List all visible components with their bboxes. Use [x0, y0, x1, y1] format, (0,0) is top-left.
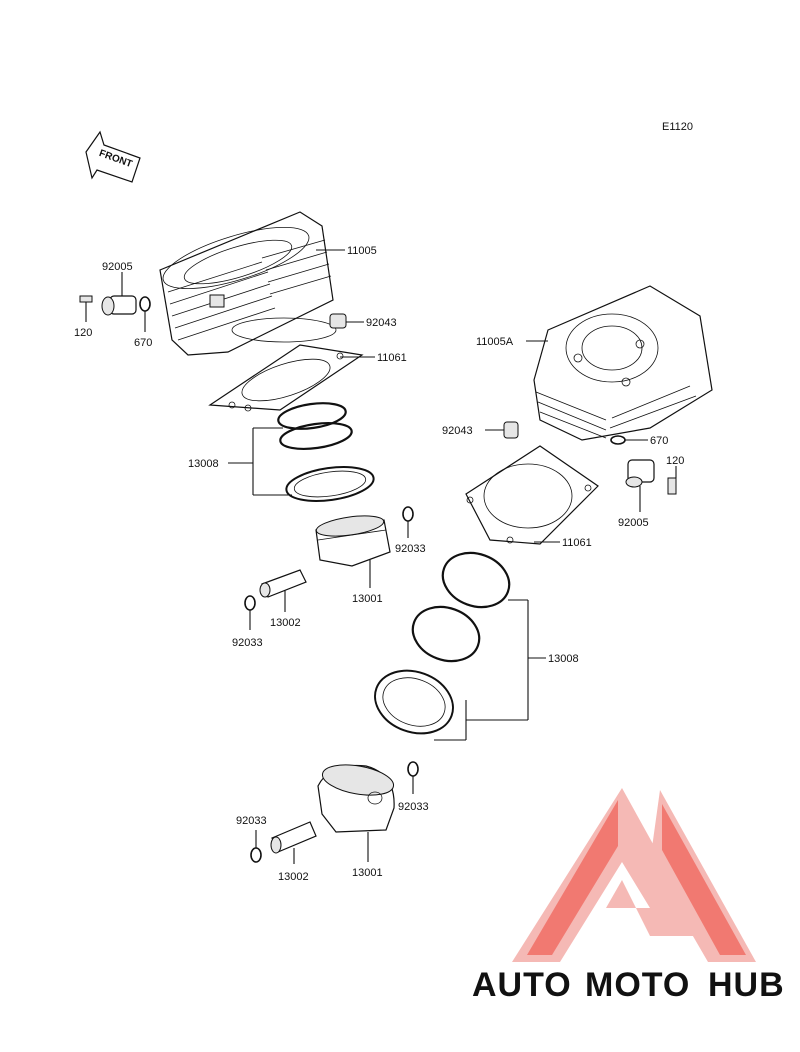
- piston-pin-clip-front-b: [244, 595, 256, 611]
- label-92033-b: 92033: [232, 637, 263, 649]
- cylinder-block-front: [159, 211, 337, 356]
- front-arrow-icon: FRONT: [85, 130, 141, 183]
- piston-pin-clip-rear-a: [407, 761, 419, 777]
- label-11061-left: 11061: [377, 352, 407, 364]
- label-92005-left: 92005: [102, 261, 133, 273]
- label-11061-right: 11061: [562, 537, 592, 549]
- cylinder-gasket-rear: [465, 445, 599, 545]
- piston-pin-front: [259, 569, 307, 598]
- bolt-rear: [667, 477, 677, 495]
- piston-pin-clip-front-a: [402, 506, 414, 522]
- label-13002-left: 13002: [270, 617, 301, 629]
- water-fitting-front: [79, 295, 137, 316]
- label-13001-right: 13001: [352, 867, 383, 879]
- label-670-right: 670: [650, 435, 668, 447]
- label-120-right: 120: [666, 455, 684, 467]
- label-11005A: 11005A: [476, 336, 514, 348]
- piston-front: [315, 515, 391, 567]
- label-92033-d: 92033: [236, 815, 267, 827]
- label-92005-right: 92005: [618, 517, 649, 529]
- watermark-text-hub: HUB: [708, 966, 785, 1004]
- label-670-left: 670: [134, 337, 152, 349]
- dowel-pin-front: [329, 313, 347, 329]
- piston-pin-rear: [270, 821, 317, 854]
- label-92033-a: 92033: [395, 543, 426, 555]
- label-11005: 11005: [347, 245, 377, 257]
- label-92043-right: 92043: [442, 425, 473, 437]
- label-13001-left: 13001: [352, 593, 383, 605]
- watermark-logo: [512, 788, 756, 962]
- label-92043-left: 92043: [366, 317, 397, 329]
- label-13008-left: 13008: [188, 458, 219, 470]
- label-13002-right: 13002: [278, 871, 309, 883]
- label-13008-right: 13008: [548, 653, 579, 665]
- cylinder-block-rear: [533, 285, 713, 441]
- piston-rings-rear: [374, 551, 511, 735]
- piston-pin-clip-rear-b: [250, 847, 262, 863]
- watermark-text-moto: MOTO: [585, 966, 690, 1004]
- label-120-left: 120: [74, 327, 92, 339]
- cylinder-gasket-front: [208, 344, 364, 412]
- o-ring-rear: [610, 435, 626, 445]
- diagram-code: E1120: [662, 121, 693, 133]
- dowel-pin-rear: [503, 421, 519, 439]
- water-fitting-rear: [625, 459, 655, 488]
- label-92033-c: 92033: [398, 801, 429, 813]
- piston-rings-front: [277, 402, 375, 502]
- watermark-text-auto: AUTO: [472, 966, 572, 1004]
- piston-rear: [317, 764, 395, 833]
